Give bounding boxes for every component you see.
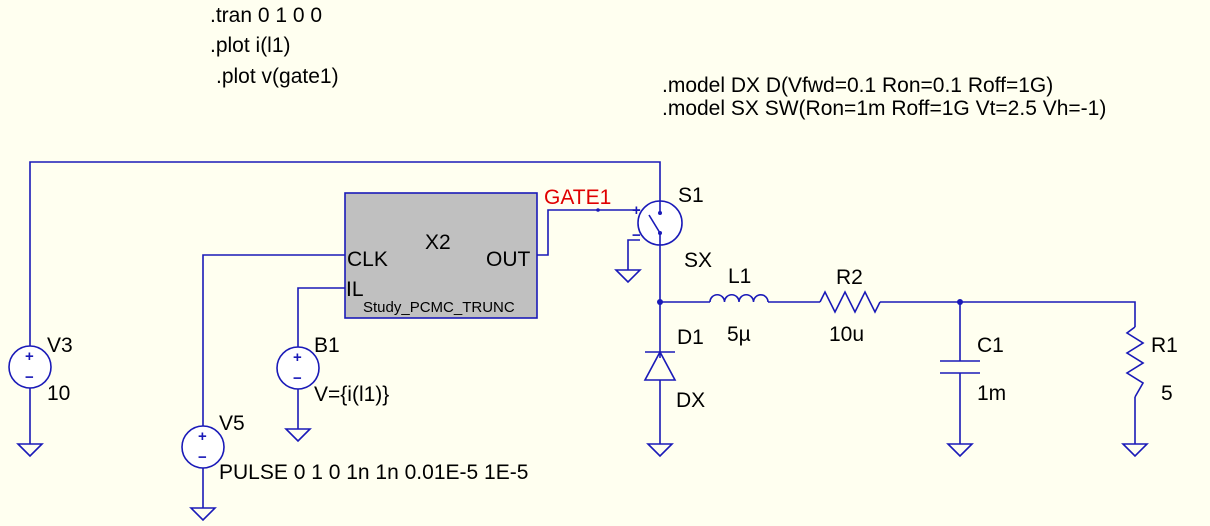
v3-name: V3 xyxy=(47,334,73,357)
r1-value: 5 xyxy=(1161,382,1173,405)
diode-d1[interactable]: D1 DX xyxy=(643,326,705,412)
wire-il[interactable] xyxy=(297,287,345,347)
ground-icon xyxy=(946,443,974,458)
wire-gate1[interactable] xyxy=(537,209,640,256)
v5-plus-sign: + xyxy=(198,428,207,445)
s1-name: S1 xyxy=(678,184,704,207)
ground-icon xyxy=(646,443,674,458)
v3-plus-sign: + xyxy=(25,348,34,365)
pin-clk-label: CLK xyxy=(347,248,388,271)
resistor-r1[interactable]: R1 5 xyxy=(1125,326,1178,405)
v3-minus-sign: − xyxy=(25,369,34,386)
switch-s1[interactable]: + − S1 SX xyxy=(632,184,712,272)
c1-value: 1m xyxy=(977,382,1006,405)
source-circle xyxy=(181,425,225,469)
d1-model: DX xyxy=(676,389,705,412)
switch-model-directive[interactable]: .model SX SW(Ron=1m Roff=1G Vt=2.5 Vh=-1… xyxy=(662,97,1106,120)
net-label-anchor xyxy=(596,208,600,212)
wire-clk[interactable] xyxy=(202,254,345,426)
resistor-zigzag xyxy=(819,290,881,314)
diode-triangle xyxy=(643,350,677,381)
ground-symbols xyxy=(16,269,1149,522)
b1-minus-sign: − xyxy=(293,370,302,387)
switch-blade xyxy=(648,214,661,234)
resistor-r2[interactable]: R2 10u xyxy=(819,266,881,346)
v5-value: PULSE 0 1 0 1n 1n 0.01E-5 1E-5 xyxy=(219,461,528,484)
inductor-l1[interactable]: L1 5µ xyxy=(709,265,769,346)
s1-model: SX xyxy=(684,249,712,272)
switch-plus-sign: + xyxy=(632,202,641,219)
wire-v3-to-s1[interactable] xyxy=(29,161,661,346)
source-v3[interactable]: + − V3 10 xyxy=(8,334,73,405)
junction-dot xyxy=(957,299,963,305)
subcircuit-block[interactable] xyxy=(344,192,538,319)
r2-value: 10u xyxy=(829,323,864,346)
wire-output-node[interactable] xyxy=(880,301,1136,327)
source-b1[interactable]: + − B1 V={i(l1)} xyxy=(276,334,389,406)
v5-name: V5 xyxy=(219,412,245,435)
tran-directive[interactable]: .tran 0 1 0 0 xyxy=(210,4,322,27)
l1-name: L1 xyxy=(728,265,751,288)
wire-s1-ground[interactable] xyxy=(627,239,640,270)
plot-voltage-directive[interactable]: .plot v(gate1) xyxy=(216,65,339,88)
v5-minus-sign: − xyxy=(198,449,207,466)
b1-name: B1 xyxy=(314,334,340,357)
ground-icon xyxy=(1121,443,1149,458)
v3-value: 10 xyxy=(47,382,70,405)
wires xyxy=(29,161,1136,508)
r1-name: R1 xyxy=(1151,334,1178,357)
source-circle xyxy=(8,345,52,389)
ground-icon xyxy=(284,428,312,443)
capacitor-c1[interactable]: C1 1m xyxy=(940,334,1006,405)
d1-name: D1 xyxy=(677,326,704,349)
c1-name: C1 xyxy=(977,334,1004,357)
diode-model-directive[interactable]: .model DX D(Vfwd=0.1 Ron=0.1 Roff=1G) xyxy=(662,74,1053,97)
r2-name: R2 xyxy=(836,266,863,289)
ground-icon xyxy=(189,507,217,522)
switch-pole xyxy=(658,231,662,235)
subcircuit-type: Study_PCMC_TRUNC xyxy=(363,299,515,316)
b1-value: V={i(l1)} xyxy=(314,383,389,406)
source-v5[interactable]: + − V5 PULSE 0 1 0 1n 1n 0.01E-5 1E-5 xyxy=(181,412,528,484)
subcircuit-name: X2 xyxy=(425,231,451,254)
pin-out-label: OUT xyxy=(486,248,531,271)
resistor-zigzag xyxy=(1125,326,1145,398)
switch-minus-sign: − xyxy=(632,227,641,244)
b1-plus-sign: + xyxy=(293,349,302,366)
ground-icon xyxy=(614,269,642,284)
l1-value: 5µ xyxy=(727,323,751,346)
switch-pole xyxy=(658,211,662,215)
source-circle xyxy=(276,346,320,390)
inductor-coil xyxy=(709,294,769,303)
net-label-gate1[interactable]: GATE1 xyxy=(544,186,611,209)
junction-dot xyxy=(657,299,663,305)
plot-current-directive[interactable]: .plot i(l1) xyxy=(210,34,291,57)
subcircuit-x2[interactable]: X2 CLK IL OUT Study_PCMC_TRUNC xyxy=(344,192,538,319)
ground-icon xyxy=(16,443,44,458)
pin-il-label: IL xyxy=(346,278,364,301)
